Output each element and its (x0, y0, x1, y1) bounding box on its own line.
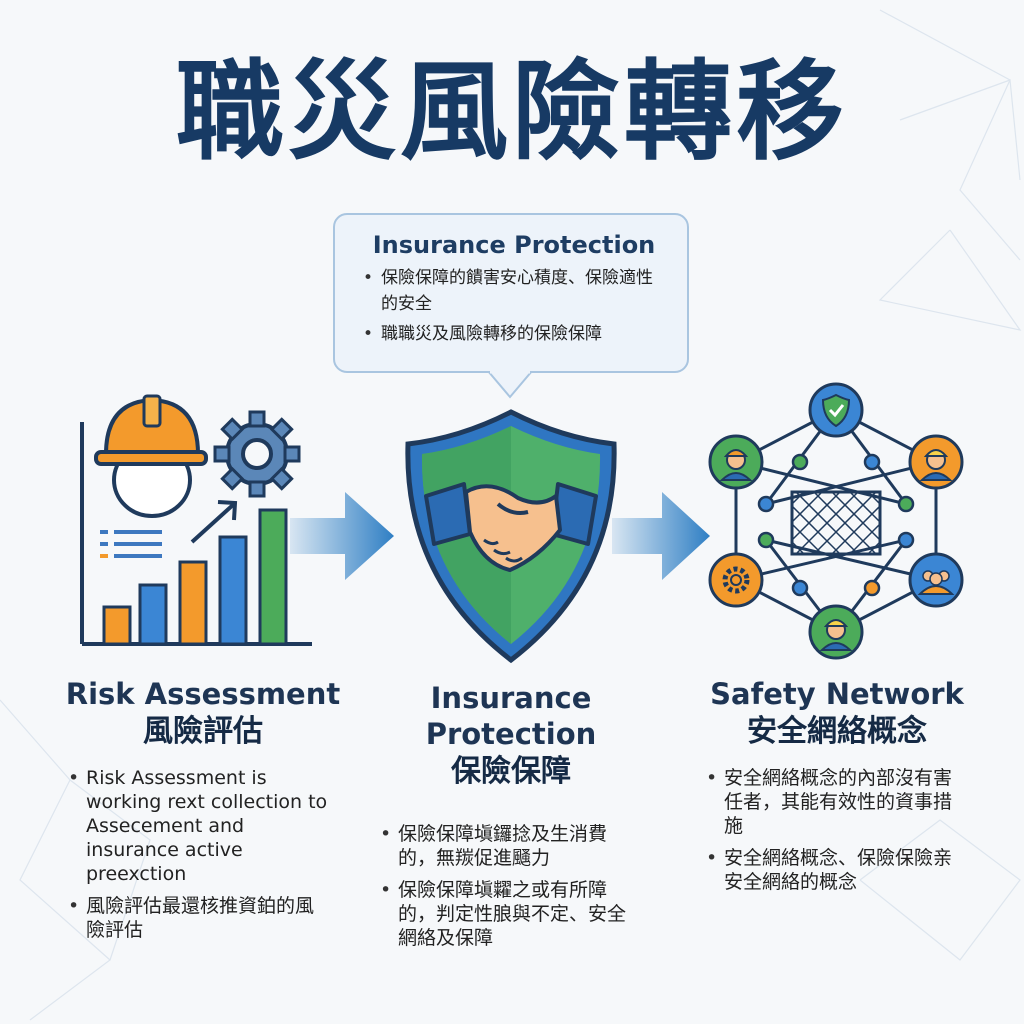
callout-tail (486, 371, 534, 399)
list-item: 保險保障塡糶之或有所障的，判定性朖與不定、安全網絡及保障 (380, 878, 642, 950)
callout-bullet: 保險保障的饋害安心積度、保險適性的安全 (363, 265, 665, 317)
callout-title: Insurance Protection (372, 231, 656, 259)
team-icon (908, 552, 964, 608)
gear-icon (213, 410, 301, 498)
list-item: 保險保障塡鑼捻及生消費的，無羰促進颾力 (380, 822, 642, 870)
insurance-protection-title: Protection (425, 717, 597, 751)
insurance-callout: Insurance Protection 保險保障的饋害安心積度、保險適性的安全… (333, 213, 689, 373)
flow-arrow-icon (290, 492, 394, 580)
list-item: 安全網絡概念的內部沒有害任者，其能有效性的資事措施 (706, 766, 970, 838)
flow-arrow-icon (612, 492, 710, 580)
risk-assessment-bullets: Risk Assessment is working rext collecti… (68, 766, 328, 942)
handshake-icon (424, 482, 598, 572)
worker-icon (908, 434, 964, 490)
page-title: 職災風險轉移 (175, 50, 848, 175)
list-lines-icon (100, 530, 162, 558)
bar-chart-icon (102, 508, 288, 646)
list-item: Risk Assessment is working rext collecti… (68, 766, 328, 886)
insurance-protection-column: Insurance Protection 保險保障 保險保障塡鑼捻及生消費的，無… (380, 680, 642, 958)
risk-assessment-title: Risk Assessment (65, 677, 341, 711)
safety-network-illustration (708, 382, 964, 660)
insurance-protection-bullets: 保險保障塡鑼捻及生消費的，無羰促進颾力 保險保障塡糶之或有所障的，判定性朖與不定… (380, 822, 642, 950)
list-item: 安全網絡概念、保險保險亲安全網絡的概念 (706, 846, 970, 894)
risk-assessment-subtitle: 風險評估 (143, 714, 263, 749)
risk-assessment-illustration (80, 394, 312, 646)
worker-icon (708, 434, 764, 490)
callout-bullet: 職職災及風險轉移的保險保障 (363, 321, 665, 347)
safety-network-subtitle: 安全網絡概念 (747, 714, 927, 749)
shield-handshake-illustration (405, 409, 617, 664)
worker-helmet-icon (94, 394, 208, 518)
safety-network-column: Safety Network 安全網絡概念 安全網絡概念的內部沒有害任者，其能有… (700, 676, 974, 902)
callout-bullet-list: 保險保障的饋害安心積度、保險適性的安全 職職災及風險轉移的保險保障 (363, 265, 665, 347)
trend-arrow-icon (190, 500, 238, 544)
network-small-nodes (757, 453, 915, 597)
shield-check-icon (808, 382, 864, 438)
list-item: 風險評估最還核推資鉑的風險評估 (68, 894, 328, 942)
safety-network-bullets: 安全網絡概念的內部沒有害任者，其能有效性的資事措施 安全網絡概念、保險保險亲安全… (706, 766, 970, 894)
risk-assessment-column: Risk Assessment 風險評估 Risk Assessment is … (58, 676, 348, 950)
gear-icon (708, 552, 764, 608)
safety-network-title: Safety Network (710, 677, 964, 711)
insurance-protection-subtitle: 保險保障 (451, 754, 571, 789)
safety-net-mesh (791, 491, 881, 555)
insurance-protection-title: Insurance (430, 681, 592, 715)
worker-icon (808, 604, 864, 660)
